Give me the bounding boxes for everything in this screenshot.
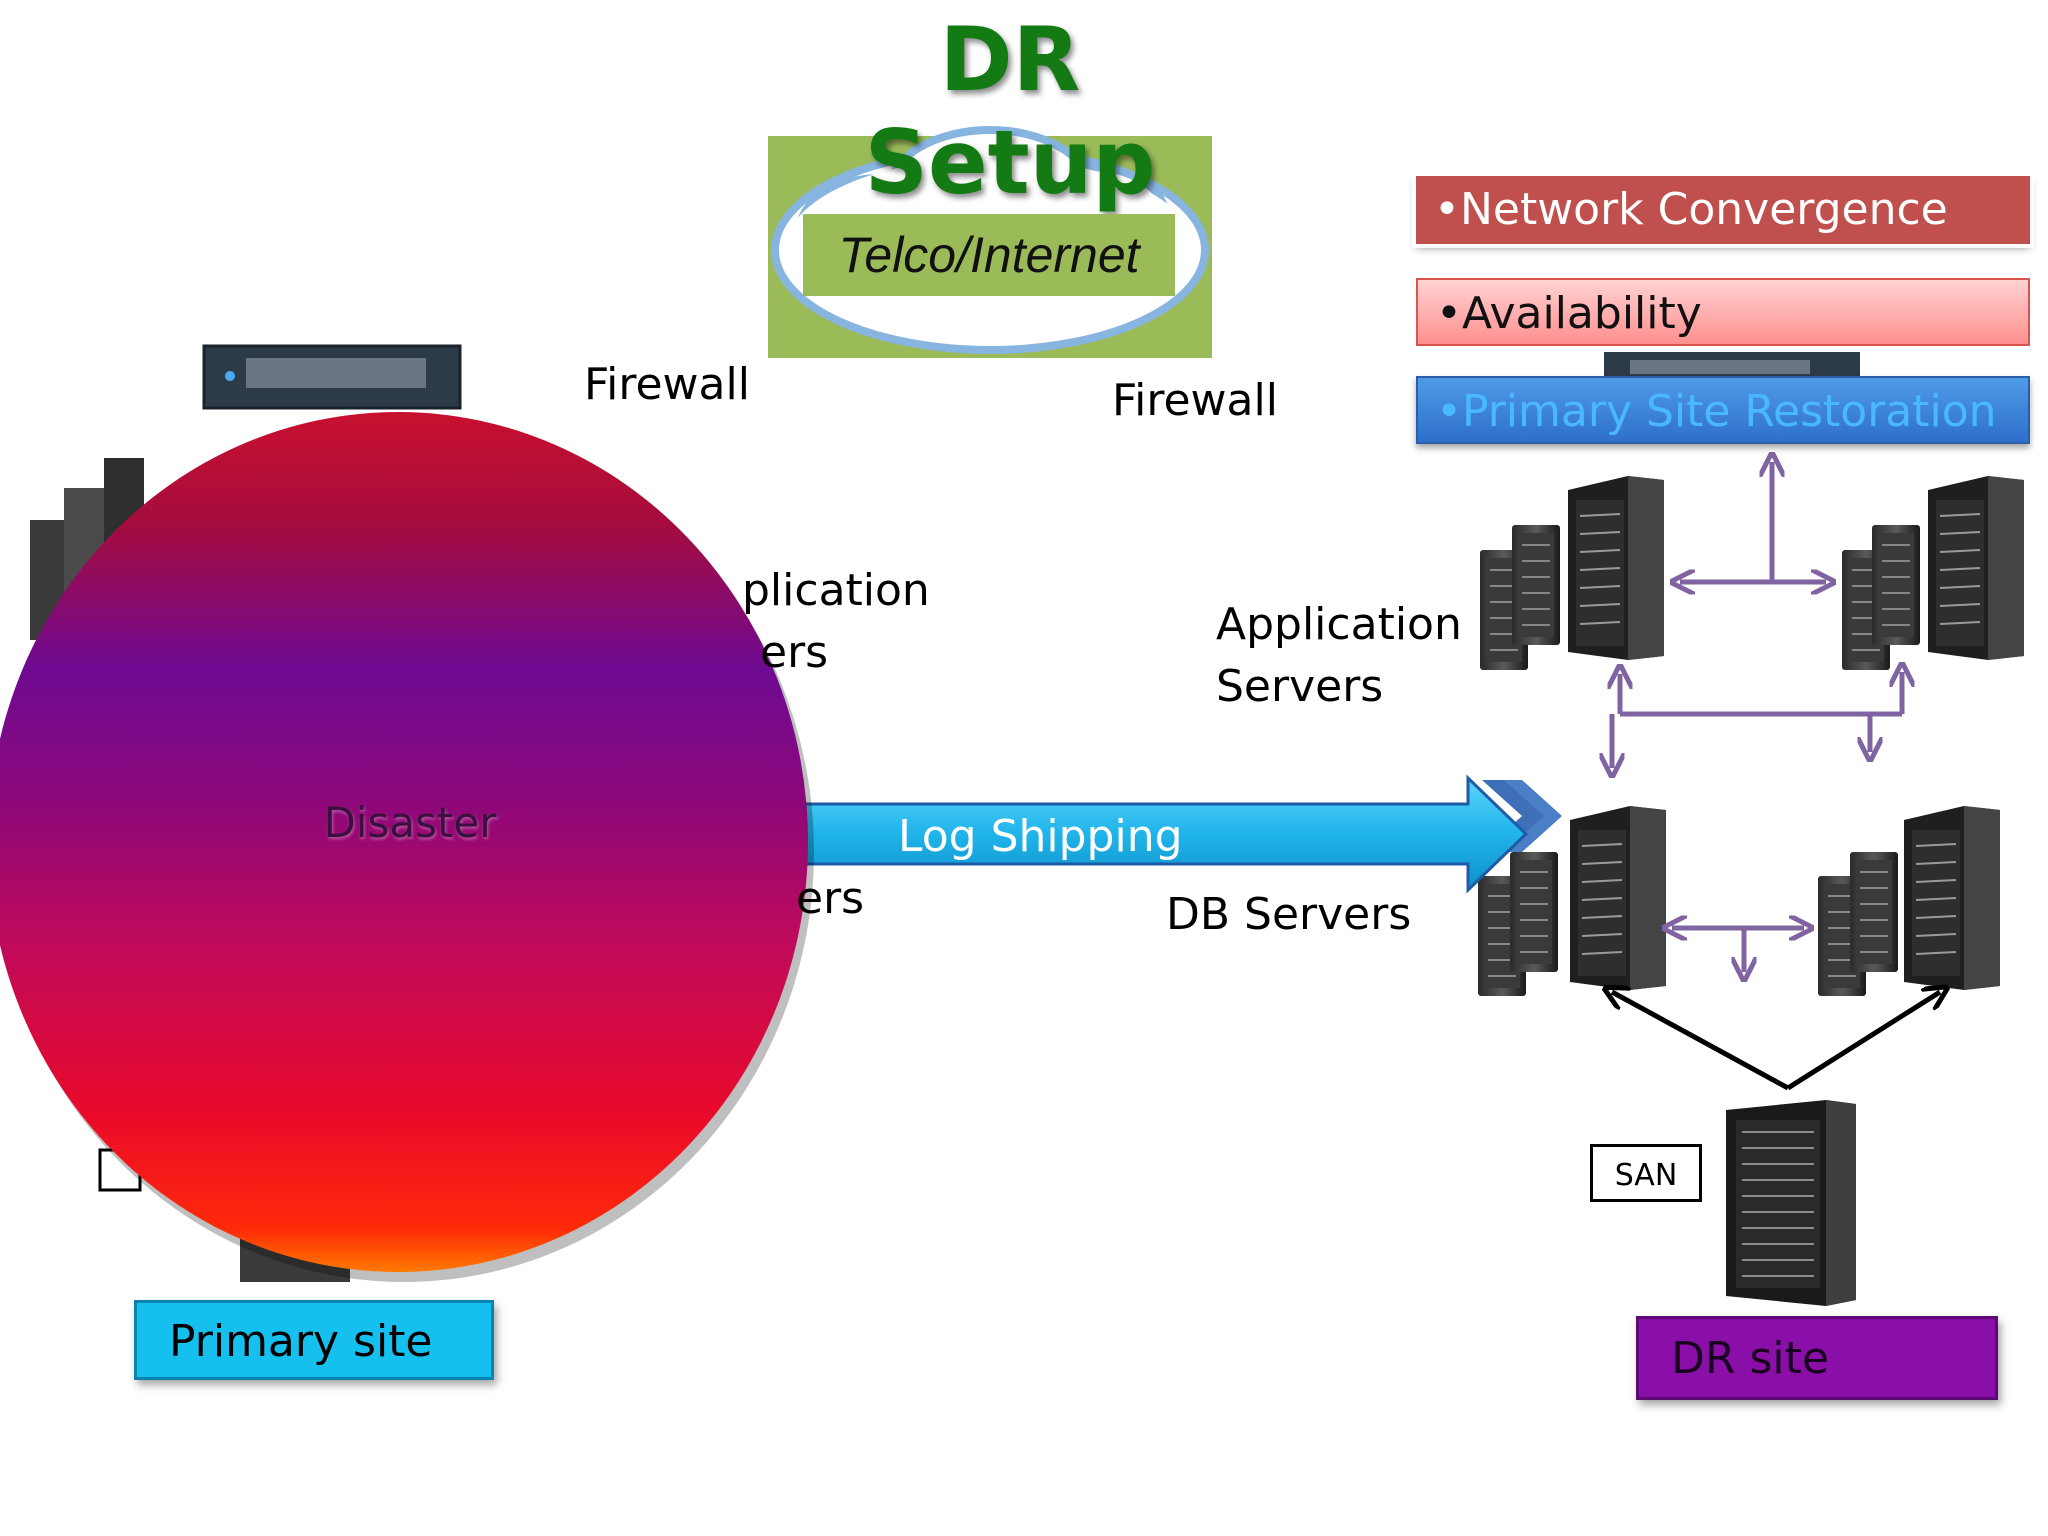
firewall-appliance-icon [202, 344, 462, 410]
firewall-primary-label: Firewall [584, 359, 750, 410]
app-servers-dr-label-line1: Application [1216, 599, 1462, 650]
disaster-overlay [0, 412, 814, 1282]
firewall-dr-label: Firewall [1112, 375, 1278, 426]
san-connector [1612, 992, 1940, 1091]
db-tier-connector [1672, 928, 1804, 972]
primary-site-label: Primary site [134, 1300, 494, 1380]
cloud-label: Telco/Internet [803, 214, 1175, 296]
app-db-connector [1612, 672, 1902, 768]
log-shipping-label: Log Shipping [898, 811, 1183, 862]
bullet-network-convergence: •Network Convergence [1416, 176, 2030, 244]
app-servers-dr-label-line2: Servers [1216, 661, 1384, 712]
bullet-availability: •Availability [1416, 278, 2030, 346]
server-rack-icon [1841, 475, 2025, 671]
page-title: DR Setup [864, 8, 1156, 214]
san-storage-icon [1726, 1100, 1856, 1306]
app-tier-connector [1680, 462, 1826, 582]
app-servers-primary-label-line1: plication [742, 565, 930, 616]
log-shipping-arrow [698, 774, 1562, 894]
db-servers-primary-label: ers [796, 873, 865, 924]
server-rack-icon [1479, 475, 1665, 671]
firewall-appliance-icon [1604, 352, 1860, 378]
server-rack-icon [1817, 805, 2001, 997]
disaster-label: Disaster [323, 798, 497, 847]
san-label: SAN [1590, 1144, 1702, 1202]
dr-site-label: DR site [1636, 1316, 1998, 1400]
app-servers-primary-label-line2: ers [760, 627, 829, 678]
bullet-primary-site-restoration: •Primary Site Restoration [1416, 376, 2030, 444]
db-servers-dr-label: DB Servers [1166, 889, 1412, 940]
